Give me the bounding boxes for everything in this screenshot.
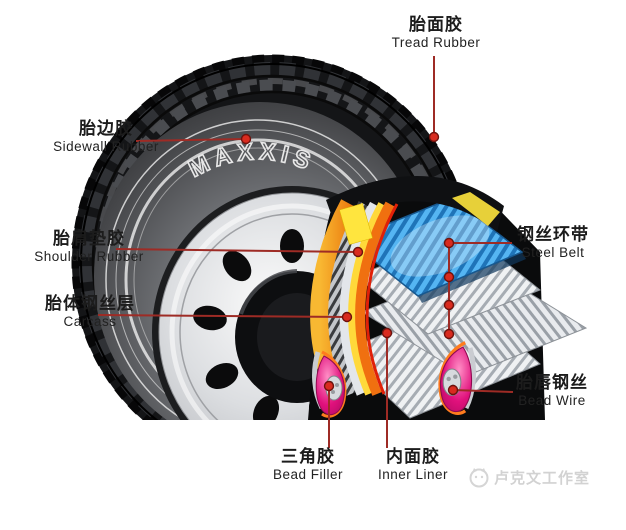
callout-dot-carcass: [341, 311, 353, 323]
label-tread-rubber-zh: 胎面胶: [408, 15, 463, 34]
callout-dots: [240, 131, 459, 396]
label-carcass-zh: 胎体钢丝层: [45, 294, 135, 313]
inner-liner-edge: [365, 203, 399, 395]
callout-dot-bead-filler: [323, 380, 335, 392]
label-bead-wire-zh: 胎唇钢丝: [516, 373, 588, 392]
callout-line-carcass: [97, 314, 348, 318]
label-bead-wire-en: Bead Wire: [518, 393, 586, 409]
label-sidewall-rubber-en: Sidewall Rubber: [53, 139, 159, 155]
callout-dot-shoulder-rubber: [352, 246, 364, 258]
label-bead-filler: 三角胶 Bead Filler: [273, 446, 343, 484]
belt-ply-blue-top: [346, 197, 524, 297]
watermark: 卢克文工作室: [468, 466, 590, 488]
label-inner-liner-zh: 内面胶: [385, 447, 440, 466]
label-tread-rubber: 胎面胶 Tread Rubber: [392, 14, 481, 52]
shoulder-yellow-right: [452, 192, 500, 226]
label-tread-rubber-en: Tread Rubber: [391, 35, 481, 51]
callout-dot-steel-belt-2: [443, 271, 455, 283]
callout-line-shoulder-rubber: [115, 248, 359, 253]
callout-dot-steel-belt-4: [443, 328, 455, 340]
label-sidewall-rubber: 胎边胶 Sidewall Rubber: [53, 118, 159, 156]
callout-dot-sidewall-rubber: [240, 133, 252, 145]
callout-lines: [97, 56, 514, 448]
shoulder-yellow-patch: [339, 203, 373, 245]
label-bead-filler-zh: 三角胶: [281, 447, 335, 466]
label-shoulder-rubber-en: Shoulder Rubber: [34, 249, 144, 265]
label-inner-liner: 内面胶 Inner Liner: [378, 446, 448, 484]
label-sidewall-rubber-zh: 胎边胶: [79, 119, 133, 138]
label-carcass-en: Carcass: [63, 314, 117, 330]
callout-dot-tread-rubber: [428, 131, 440, 143]
label-inner-liner-en: Inner Liner: [377, 467, 449, 483]
label-steel-belt-en: Steel Belt: [521, 245, 585, 261]
label-shoulder-rubber: 胎肩垫胶 Shoulder Rubber: [34, 228, 144, 266]
callout-dot-bead-wire: [447, 384, 459, 396]
label-steel-belt: 钢丝环带 Steel Belt: [517, 224, 589, 262]
callout-line-bead-wire: [452, 389, 514, 393]
rim-flange-right: [463, 347, 476, 410]
label-steel-belt-zh: 钢丝环带: [517, 225, 589, 244]
inner-liner-band: [355, 201, 395, 396]
studio-logo-icon: [469, 468, 489, 488]
callout-dot-steel-belt-1: [443, 237, 455, 249]
label-shoulder-rubber-zh: 胎肩垫胶: [52, 229, 125, 248]
callout-dot-inner-liner: [381, 327, 393, 339]
watermark-text: 卢克文工作室: [494, 469, 591, 487]
label-bead-filler-en: Bead Filler: [272, 467, 344, 483]
label-carcass: 胎体钢丝层 Carcass: [45, 293, 135, 331]
bead-right: [438, 341, 473, 415]
callout-dot-steel-belt-3: [443, 299, 455, 311]
tread-cut-edge: [326, 175, 504, 232]
callout-line-sidewall-rubber: [135, 138, 246, 142]
label-bead-wire: 胎唇钢丝 Bead Wire: [516, 372, 588, 410]
